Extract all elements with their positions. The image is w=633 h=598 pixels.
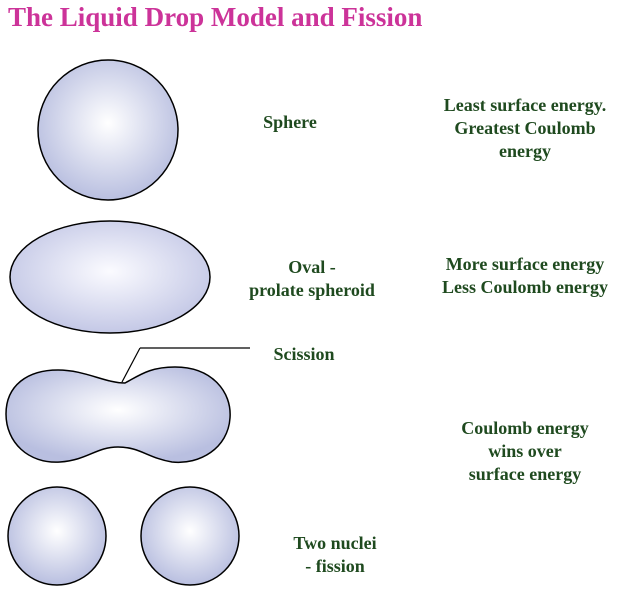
scission-label: Scission xyxy=(273,344,335,364)
scission-drop xyxy=(5,366,231,464)
oval-label: Oval - prolate spheroid xyxy=(249,257,375,300)
scission-pointer-line xyxy=(121,347,141,383)
sphere-description: Least surface energy. Greatest Coulomb e… xyxy=(443,95,607,161)
sphere-drop xyxy=(37,59,179,201)
fission-nucleus-left xyxy=(7,486,107,586)
sphere-label: Sphere xyxy=(263,112,317,132)
scission-description: Coulomb energy wins over surface energy xyxy=(461,418,589,484)
page-title: The Liquid Drop Model and Fission xyxy=(8,2,423,32)
oval-drop xyxy=(9,220,211,334)
oval-description: More surface energy Less Coulomb energy xyxy=(442,254,608,297)
fission-label: Two nuclei - fission xyxy=(293,533,377,576)
fission-nucleus-right xyxy=(140,486,240,586)
